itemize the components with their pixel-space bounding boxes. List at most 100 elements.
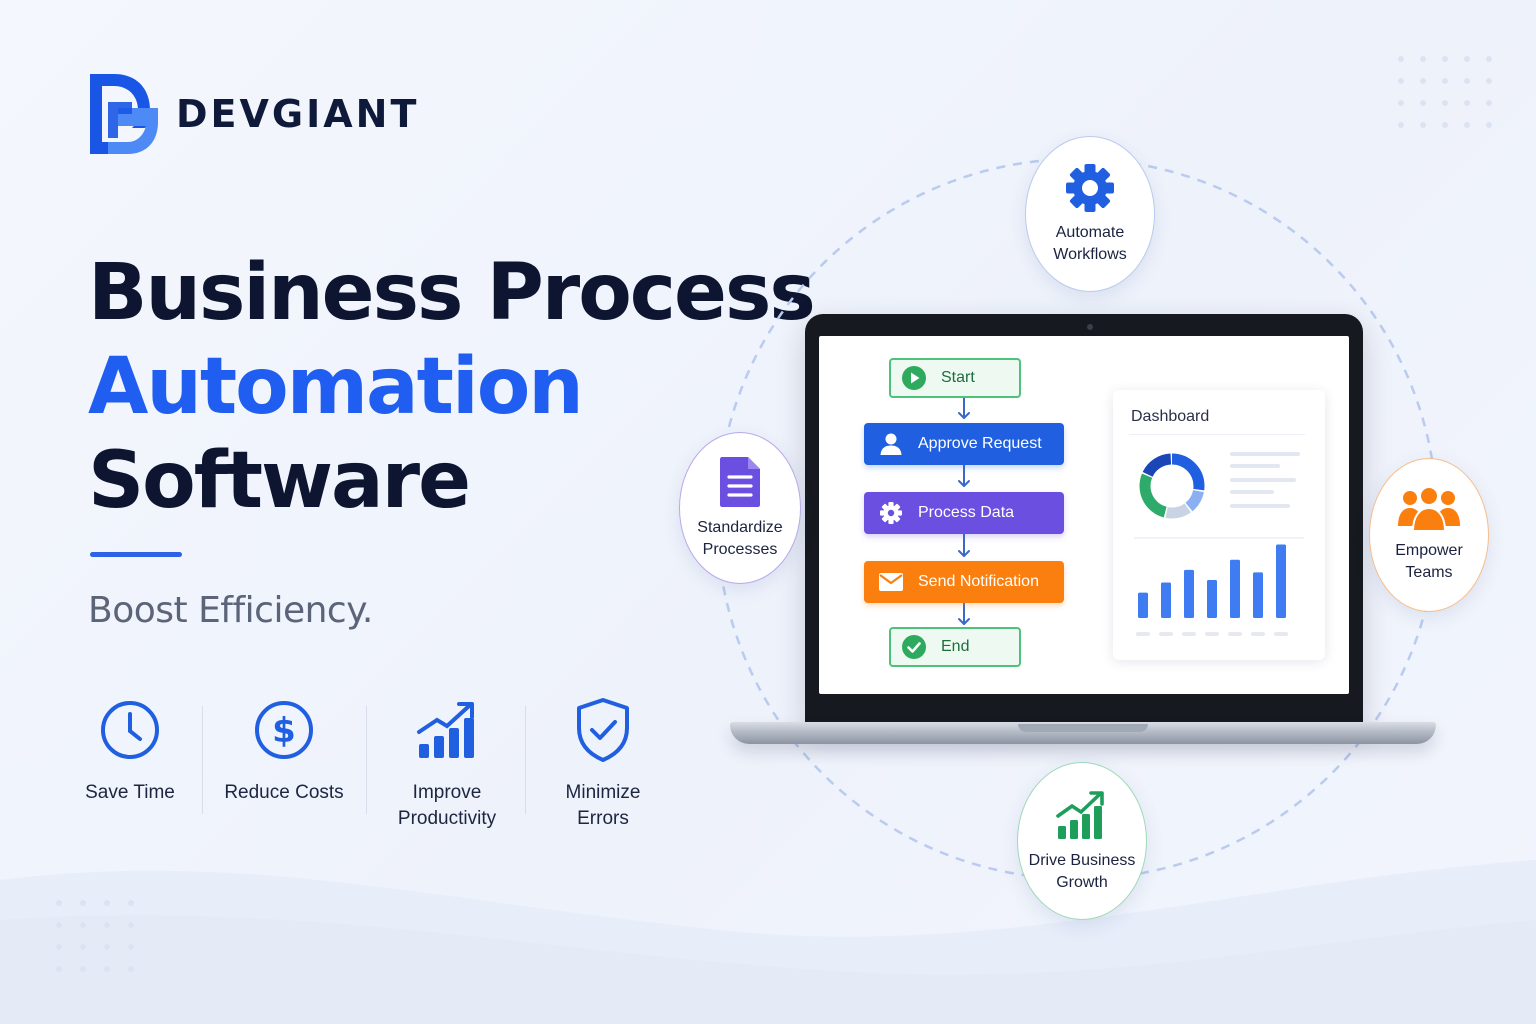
background-dot xyxy=(80,944,86,950)
dashboard-text-lines xyxy=(1230,452,1300,508)
dashboard-bar xyxy=(1207,580,1217,618)
background-dot xyxy=(1464,100,1470,106)
node-label: Process Data xyxy=(918,504,1015,521)
background-dot xyxy=(1398,78,1404,84)
dollar-icon: $ xyxy=(255,701,313,759)
gear-icon xyxy=(1066,164,1114,212)
headline-line-3: Software xyxy=(88,436,471,526)
donut-segment-0 xyxy=(1139,453,1205,519)
dashboard-bar-tick xyxy=(1274,632,1288,636)
user-icon xyxy=(878,431,904,457)
feature-automate-workflows: Automate Workflows xyxy=(1025,136,1155,292)
background-dot xyxy=(104,900,110,906)
background-dot xyxy=(56,944,62,950)
background-dot xyxy=(1442,56,1448,62)
dashboard-bar-chart xyxy=(1134,537,1304,636)
feature-standardize-processes: Standardize Processes xyxy=(679,432,801,584)
background-wave xyxy=(0,860,1536,1024)
donut-segment-2 xyxy=(1139,453,1205,519)
dot-grid-top-right xyxy=(1398,56,1492,128)
dashboard-bar xyxy=(1253,572,1263,618)
background-dot xyxy=(1486,78,1492,84)
background-dot xyxy=(128,966,134,972)
shield-check-icon xyxy=(577,698,629,762)
document-icon xyxy=(720,457,760,507)
background-dot xyxy=(1442,122,1448,128)
background-dot xyxy=(1420,100,1426,106)
node-label: Start xyxy=(941,369,975,386)
workflow-connectors xyxy=(958,397,970,625)
dashboard-title: Dashboard xyxy=(1131,408,1210,425)
dashboard-bar-tick xyxy=(1228,632,1242,636)
benefit-divider xyxy=(202,706,203,814)
background-dot xyxy=(1486,100,1492,106)
background-dot xyxy=(1420,122,1426,128)
background-dot xyxy=(1464,122,1470,128)
headline-line-1: Business Process xyxy=(88,248,816,338)
background-dot xyxy=(80,900,86,906)
workflow-node-send-notification[interactable]: Send Notification xyxy=(864,561,1064,603)
laptop-base xyxy=(730,722,1436,744)
background-dot xyxy=(128,944,134,950)
workflow-node-end[interactable]: End xyxy=(889,627,1021,667)
background-dot xyxy=(1420,56,1426,62)
node-label: End xyxy=(941,638,970,655)
benefit-minimize-errors: Minimize Errors xyxy=(548,694,658,832)
donut-segment-3 xyxy=(1139,453,1205,519)
feature-drive-business-growth: Drive Business Growth xyxy=(1017,762,1147,920)
benefit-reduce-costs: $ Reduce Costs xyxy=(218,694,350,806)
background-dot xyxy=(1398,56,1404,62)
background-dot xyxy=(56,922,62,928)
dashboard-bar-tick xyxy=(1159,632,1173,636)
background-dot xyxy=(1464,56,1470,62)
dashboard-bar xyxy=(1138,592,1148,618)
dashboard-bar-tick xyxy=(1205,632,1219,636)
background-dot xyxy=(1486,122,1492,128)
dashboard-card[interactable] xyxy=(1113,390,1325,660)
background-dot xyxy=(104,922,110,928)
dashboard-bar xyxy=(1161,582,1171,618)
dashboard-bar-tick xyxy=(1136,632,1150,636)
workflow-node-process-data[interactable]: Process Data xyxy=(864,492,1064,534)
background-dot xyxy=(128,900,134,906)
workflow-node-approve-request[interactable]: Approve Request xyxy=(864,423,1064,465)
background-dot xyxy=(1486,56,1492,62)
dashboard-bar-tick xyxy=(1251,632,1265,636)
node-label: Send Notification xyxy=(918,573,1039,590)
clock-icon xyxy=(101,701,159,759)
background-dot xyxy=(80,922,86,928)
dashboard-bar xyxy=(1230,559,1240,618)
background-dot xyxy=(104,944,110,950)
background-dot xyxy=(56,900,62,906)
gear-icon xyxy=(878,500,904,526)
benefit-save-time: Save Time xyxy=(80,694,180,806)
dashboard-bar-tick xyxy=(1182,632,1196,636)
benefit-label: Save Time xyxy=(85,782,175,803)
benefit-divider xyxy=(366,706,367,814)
background-dot xyxy=(56,966,62,972)
benefit-label: Reduce Costs xyxy=(224,782,344,803)
check-circle-icon xyxy=(901,634,927,660)
dashboard-bar xyxy=(1184,569,1194,618)
benefit-label: Minimize Errors xyxy=(565,782,641,829)
background-dot xyxy=(1464,78,1470,84)
growth-chart-icon xyxy=(1056,791,1104,839)
feature-label: Drive Business Growth xyxy=(1028,852,1136,891)
brand-name: DEVGIANT xyxy=(176,92,420,136)
team-icon xyxy=(1398,486,1460,532)
benefit-label: Improve Productivity xyxy=(397,782,497,829)
feature-label: Standardize Processes xyxy=(697,519,783,558)
dashboard-divider xyxy=(1129,434,1305,435)
accent-divider xyxy=(90,552,182,557)
laptop-camera xyxy=(1087,324,1093,330)
devgiant-logo-icon xyxy=(90,74,158,154)
background-dot xyxy=(1442,100,1448,106)
feature-label: Empower Teams xyxy=(1395,542,1463,581)
brand-logo: DEVGIANT xyxy=(88,72,419,156)
benefit-divider xyxy=(525,706,526,814)
workflow-node-start[interactable]: Start xyxy=(889,358,1021,398)
play-icon xyxy=(901,365,927,391)
benefit-improve-productivity: Improve Productivity xyxy=(384,694,510,832)
growth-chart-icon xyxy=(417,702,474,758)
background-dot xyxy=(1420,78,1426,84)
